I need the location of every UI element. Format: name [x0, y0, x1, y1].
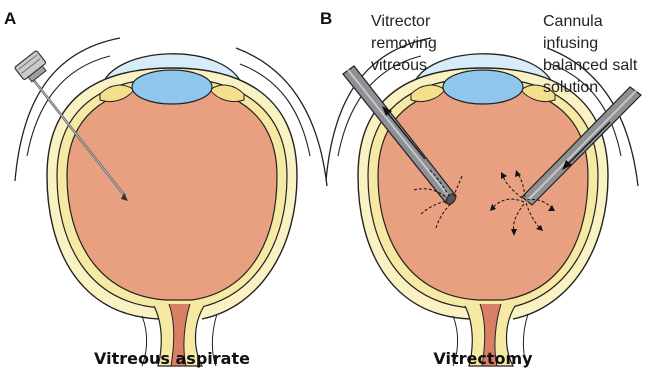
label-vitrector-line-1: Vitrector	[371, 13, 431, 30]
panel-a: A Vitreous aspirate	[4, 9, 327, 368]
panel-a-letter: A	[4, 9, 16, 28]
caption-vitreous-aspirate: Vitreous aspirate	[94, 349, 250, 368]
panel-b: B	[320, 9, 642, 368]
label-vitrector: Vitrector removing vitreous	[371, 13, 441, 74]
label-cannula-line-2: infusing	[543, 35, 598, 52]
label-cannula-line-4: solution	[543, 79, 598, 96]
eye-cross-section-a	[15, 38, 327, 366]
label-cannula: Cannula infusing balanced salt solution	[543, 13, 642, 96]
panel-b-letter: B	[320, 9, 332, 28]
label-vitrector-line-2: removing	[371, 35, 437, 52]
label-vitrector-line-3: vitreous	[371, 57, 427, 74]
caption-vitrectomy: Vitrectomy	[433, 349, 533, 368]
label-cannula-line-3: balanced salt	[543, 57, 638, 74]
label-cannula-line-1: Cannula	[543, 13, 603, 30]
